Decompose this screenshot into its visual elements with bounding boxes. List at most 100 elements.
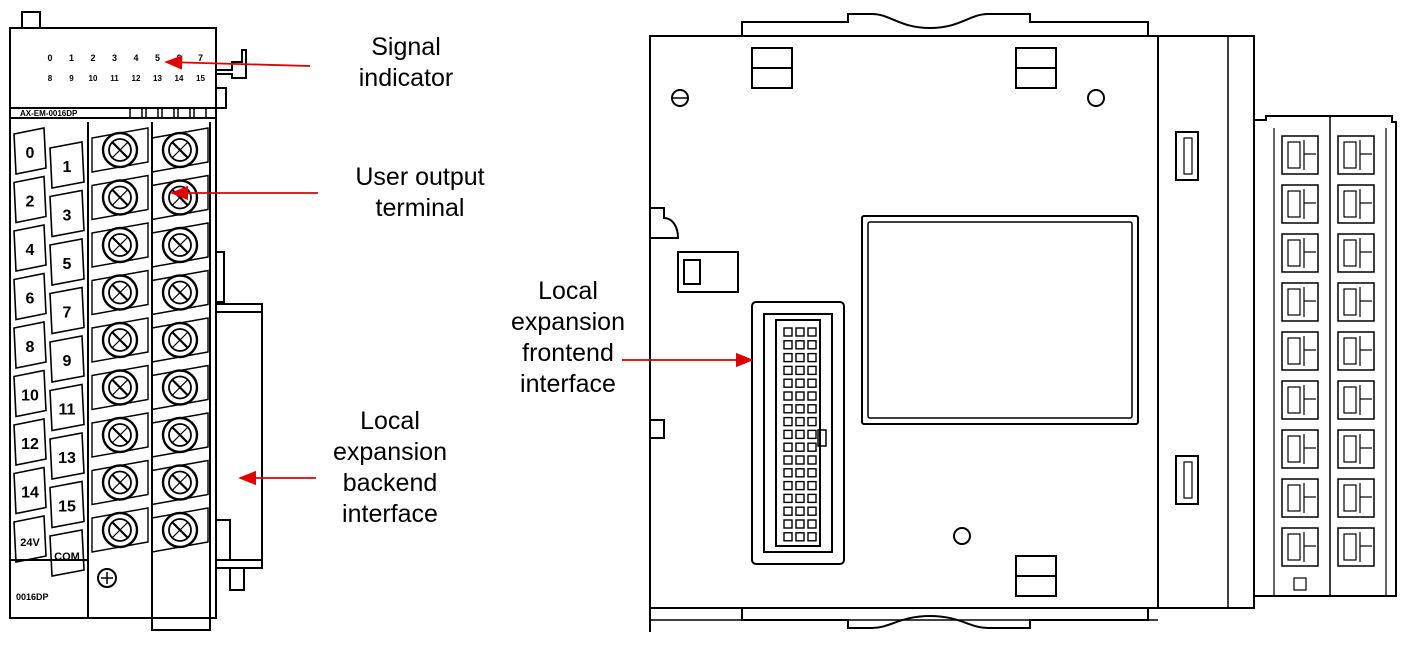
- callout-line: interface: [342, 500, 438, 528]
- terminal-number-label: 13: [58, 450, 76, 467]
- terminal-number-label: 6: [26, 291, 35, 308]
- terminal-label-tag: 5: [49, 238, 85, 286]
- terminal-label-tag: 13: [49, 432, 85, 480]
- led-number-label: 12: [132, 74, 141, 83]
- led-number-label: 5: [155, 53, 160, 63]
- connector-pin: [783, 365, 793, 376]
- terminal-screw: [91, 174, 149, 221]
- connector-pin: [795, 429, 805, 440]
- connector-pin: [795, 468, 805, 478]
- connector-pin: [807, 327, 817, 337]
- connector-pin: [783, 391, 793, 401]
- connector-pin: [807, 506, 817, 516]
- connector-pin: [807, 442, 817, 452]
- terminal-label-tag: 12: [13, 418, 47, 466]
- connector-pin: [783, 327, 793, 337]
- led-number-label: 13: [153, 74, 162, 83]
- terminal-number-label: 3: [63, 208, 72, 225]
- terminal-number-label: 10: [21, 388, 39, 405]
- led-number-label: 3: [112, 53, 117, 63]
- terminal-label-tag: 1: [49, 141, 85, 189]
- terminal-screw: [91, 317, 149, 363]
- terminal-label-tag: 10: [13, 369, 47, 418]
- terminal-number-label: 9: [63, 353, 72, 370]
- connector-pin: [795, 506, 805, 516]
- callout-line: backend: [342, 469, 438, 497]
- terminal-clamp: [1337, 331, 1375, 371]
- terminal-screw: [151, 222, 209, 268]
- connector-pin: [807, 365, 817, 376]
- connector-pin: [783, 416, 793, 427]
- terminal-number-label: 11: [59, 402, 76, 419]
- terminal-label-tag: COM: [49, 529, 85, 577]
- terminal-label-tag: 14: [13, 466, 47, 515]
- connector-pin: [807, 404, 817, 414]
- connector-pin: [783, 519, 793, 529]
- terminal-clamp: [1337, 184, 1375, 224]
- user-output-terminal-callout: User output terminal: [330, 162, 510, 224]
- led-number-label: 8: [48, 74, 53, 83]
- terminal-clamp: [1281, 233, 1319, 273]
- side-terminal-block: [1281, 135, 1375, 567]
- callout-line: expansion: [511, 308, 625, 336]
- terminal-screw: [151, 412, 209, 458]
- connector-pin: [795, 378, 805, 388]
- terminal-clamp: [1281, 282, 1319, 322]
- terminal-label-tag: 9: [49, 335, 85, 383]
- terminal-number-label: 5: [63, 256, 72, 273]
- connector-pin: [795, 493, 805, 504]
- backend-interface-callout: Local expansion backend interface: [310, 406, 470, 530]
- connector-pin: [783, 455, 793, 465]
- terminal-screw: [91, 412, 149, 458]
- connector-pin: [795, 404, 805, 414]
- connector-pin: [783, 480, 793, 491]
- connector-pin: [807, 378, 817, 388]
- terminal-clamp: [1281, 527, 1319, 567]
- terminal-label-tag: 24V: [13, 515, 47, 563]
- connector-pin: [783, 340, 793, 350]
- terminal-screw: [151, 269, 209, 316]
- connector-pin: [795, 327, 805, 337]
- connector-pin: [783, 493, 793, 504]
- signal-indicator-arrow: [164, 55, 311, 70]
- led-number-label: 2: [90, 53, 95, 63]
- terminal-number-label: 15: [58, 499, 76, 516]
- callout-line: terminal: [375, 194, 465, 222]
- terminal-number-label: 14: [21, 485, 39, 502]
- led-number-label: 4: [133, 53, 138, 63]
- connector-pin: [795, 455, 805, 465]
- led-number-label: 10: [89, 74, 98, 83]
- connector-pin: [783, 429, 793, 440]
- terminal-number-label: 4: [26, 242, 35, 259]
- terminal-clamp: [1337, 429, 1375, 469]
- connector-pin: [807, 340, 817, 350]
- connector-pin: [795, 416, 805, 427]
- terminal-clamp: [1337, 527, 1375, 567]
- terminal-label-tag: 7: [49, 286, 85, 335]
- terminal-label-tag: 11: [49, 383, 85, 432]
- led-number-label: 9: [69, 74, 74, 83]
- connector-pin: [795, 352, 805, 363]
- led-number-label: 11: [110, 74, 119, 83]
- terminal-clamp: [1337, 282, 1375, 322]
- terminal-screw: [91, 269, 149, 316]
- terminal-label-tag: 0: [13, 127, 47, 175]
- terminal-number-label: COM: [54, 551, 80, 563]
- terminal-number-label: 1: [63, 159, 72, 176]
- led-number-label: 0: [47, 53, 52, 63]
- terminal-label-tag: 8: [13, 321, 47, 369]
- connector-pin: [807, 352, 817, 363]
- signal-indicator-callout: Signal indicator: [336, 32, 476, 94]
- led-number-label: 15: [196, 74, 205, 83]
- terminal-number-label: 12: [21, 436, 39, 453]
- terminal-clamp: [1281, 184, 1319, 224]
- connector-pin: [807, 455, 817, 465]
- terminal-screw: [151, 174, 209, 221]
- terminal-clamp: [1281, 380, 1319, 420]
- callout-line: Local: [538, 277, 598, 305]
- connector-pin: [807, 391, 817, 401]
